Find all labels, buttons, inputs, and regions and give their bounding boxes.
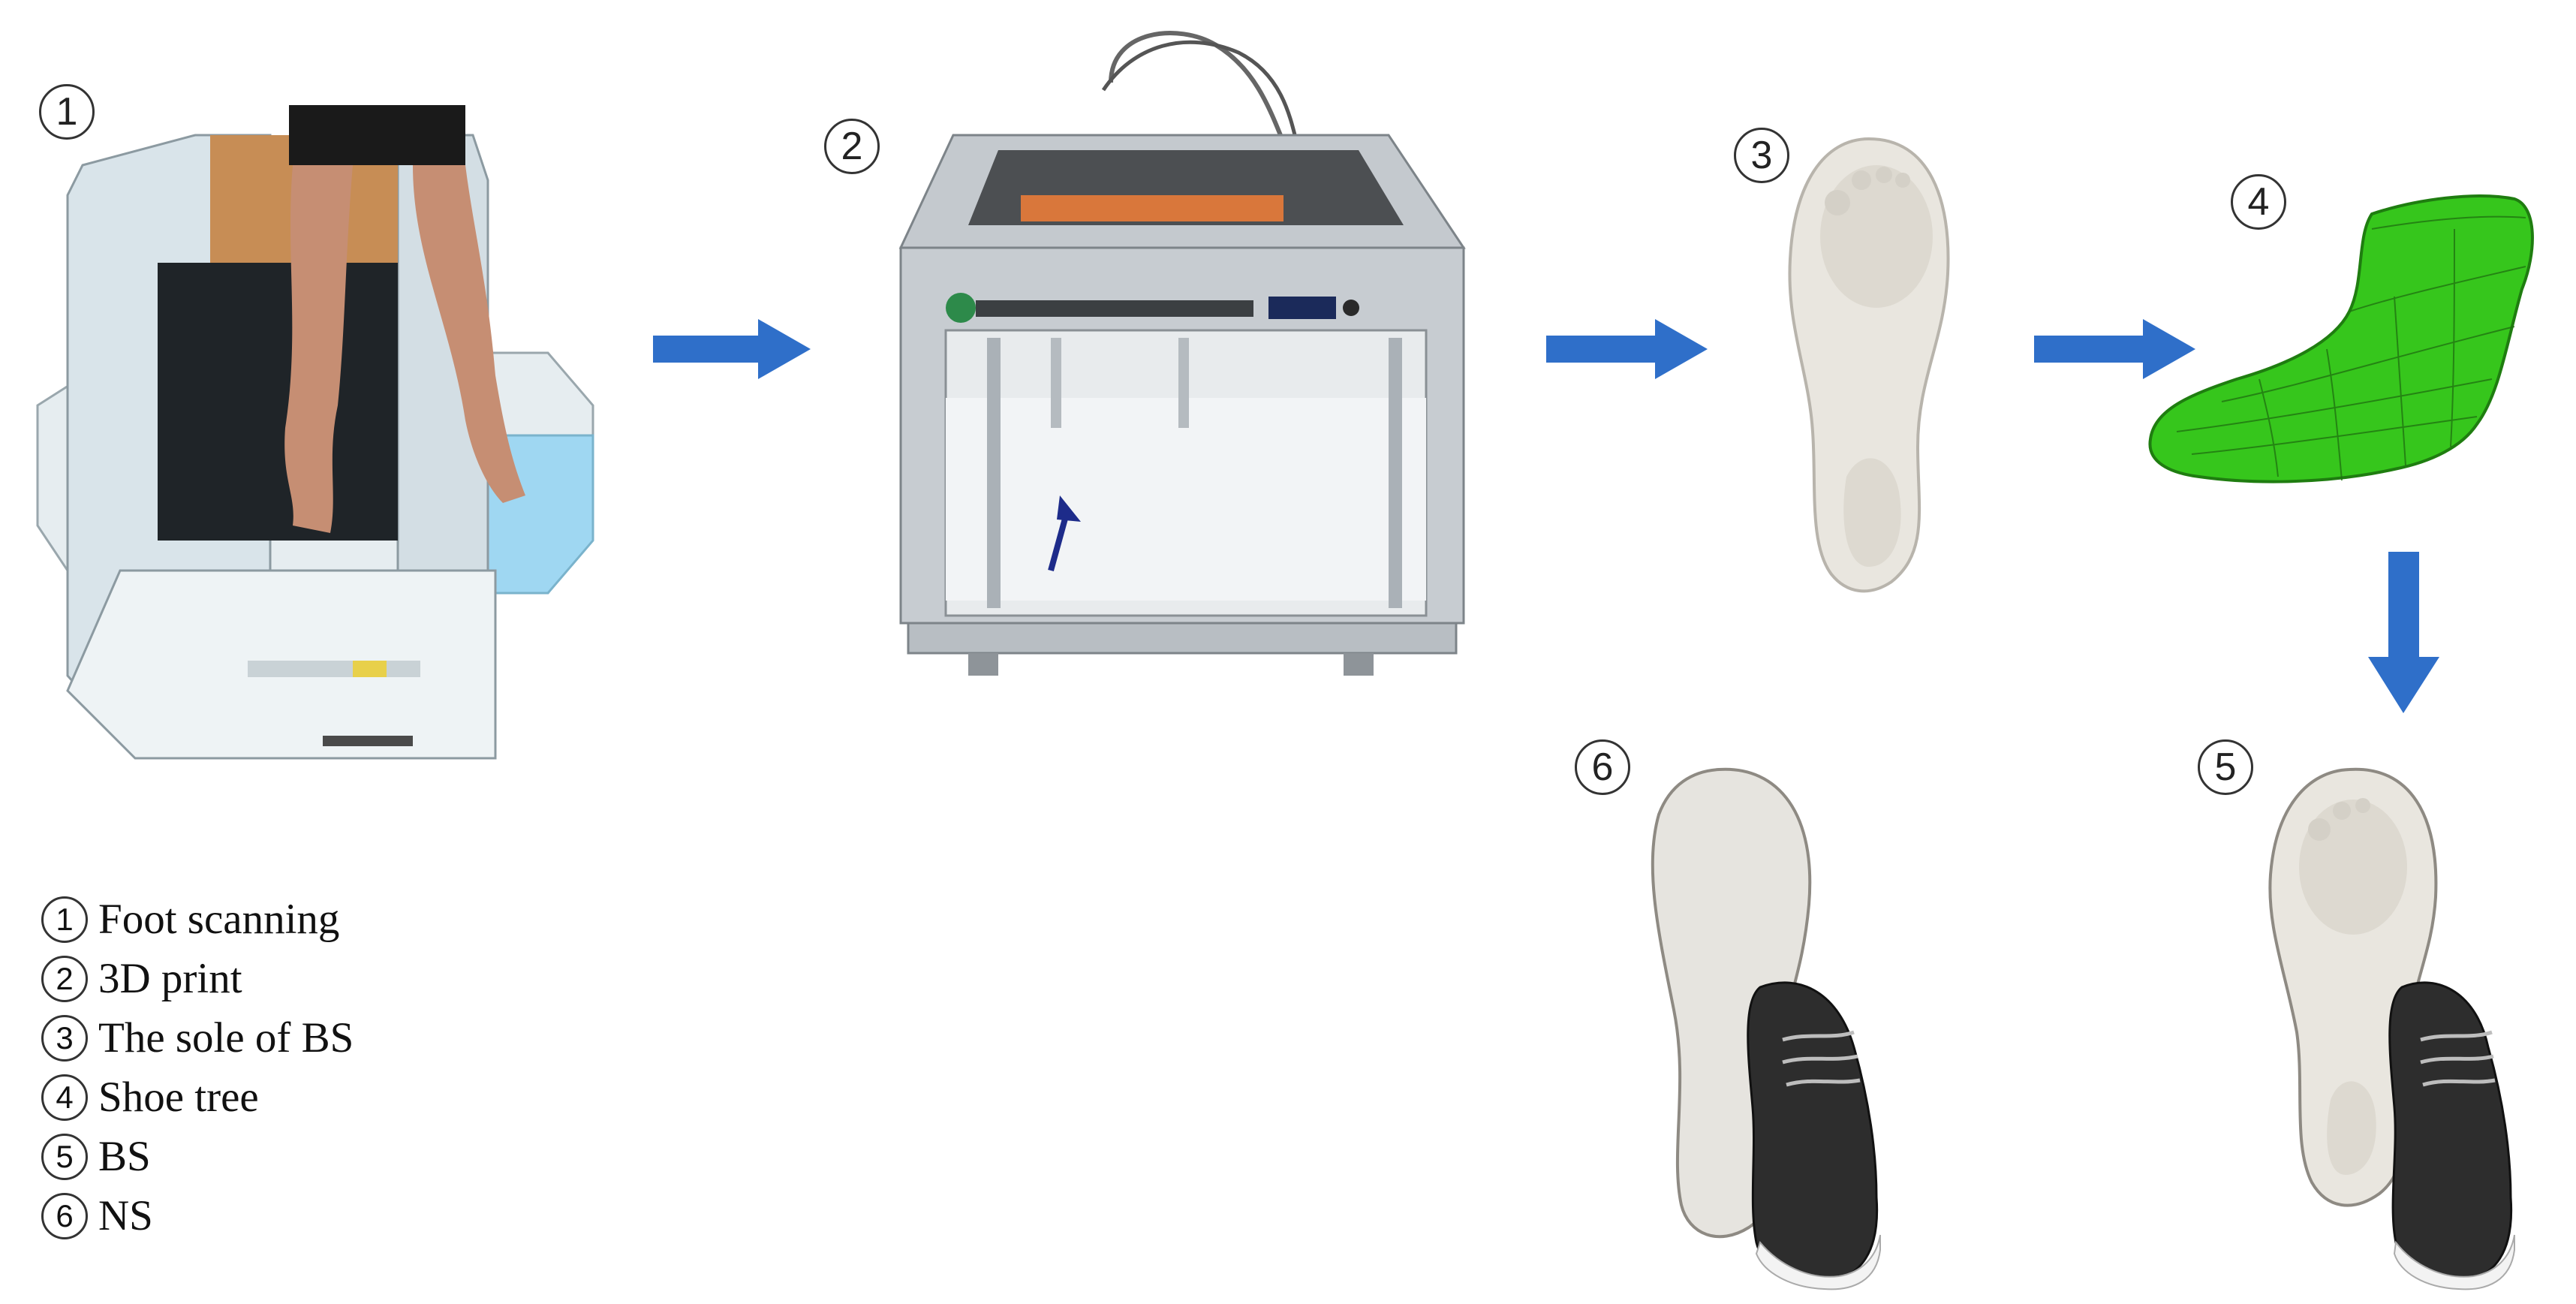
- process-arrow-icon: [2034, 319, 2195, 379]
- legend-label: 3D print: [98, 955, 242, 1002]
- legend-item: 5 BS: [41, 1127, 354, 1186]
- legend-item: 4 Shoe tree: [41, 1068, 354, 1127]
- 3d-printer-illustration: [898, 31, 1466, 676]
- foot-scanner-illustration: [36, 105, 594, 760]
- legend-item: 6 NS: [41, 1186, 354, 1245]
- step-5-marker: 5: [2198, 739, 2253, 795]
- insole-illustration: [1788, 137, 1950, 593]
- legend-number: 6: [41, 1192, 88, 1239]
- legend-label: Foot scanning: [98, 896, 340, 943]
- legend-number: 3: [41, 1014, 88, 1062]
- sneaker-with-insole-illustration: [1651, 767, 1881, 1290]
- legend-number: 4: [41, 1074, 88, 1121]
- sneaker-with-insole-illustration: [2268, 767, 2515, 1290]
- legend-label: NS: [98, 1192, 153, 1239]
- legend-label: The sole of BS: [98, 1014, 354, 1062]
- legend-item: 2 3D print: [41, 949, 354, 1008]
- legend: 1 Foot scanning 2 3D print 3 The sole of…: [41, 890, 354, 1245]
- legend-number: 1: [41, 896, 88, 943]
- shoe-tree-illustration: [2148, 194, 2534, 483]
- legend-number: 2: [41, 955, 88, 1002]
- step-6-marker: 6: [1575, 739, 1630, 795]
- process-arrow-icon: [2368, 552, 2439, 713]
- legend-label: BS: [98, 1133, 151, 1180]
- step-2-marker: 2: [824, 119, 880, 174]
- step-4-marker: 4: [2231, 174, 2286, 230]
- legend-item: 1 Foot scanning: [41, 890, 354, 949]
- step-3-marker: 3: [1734, 128, 1789, 183]
- process-arrow-icon: [653, 319, 811, 379]
- legend-number: 5: [41, 1133, 88, 1180]
- process-arrow-icon: [1546, 319, 1708, 379]
- legend-label: Shoe tree: [98, 1074, 259, 1121]
- legend-item: 3 The sole of BS: [41, 1008, 354, 1068]
- step-1-marker: 1: [39, 84, 95, 140]
